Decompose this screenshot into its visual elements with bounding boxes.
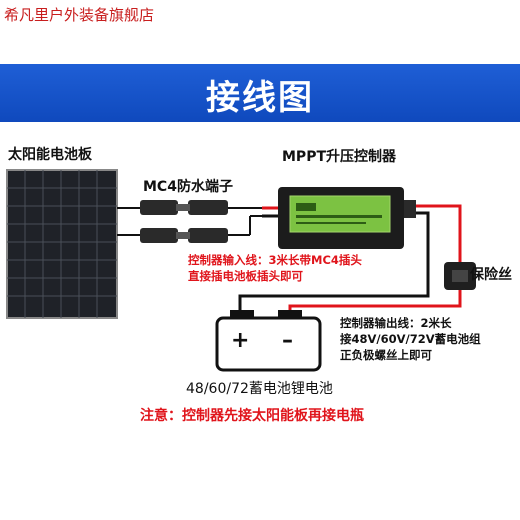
title-banner xyxy=(0,64,520,122)
diagram-title: 接线图 xyxy=(206,78,314,118)
warning-note: 注意：控制器先接太阳能板再接电瓶 xyxy=(140,408,364,424)
solar-panel-image xyxy=(6,169,118,319)
shop-name: 希凡里户外装备旗舰店 xyxy=(4,6,155,24)
input-note-line1: 控制器输入线：3米长带MC4插头 xyxy=(188,253,362,267)
mc4-connectors xyxy=(117,200,285,243)
battery-plus-sign: + xyxy=(231,328,250,353)
output-note-line2: 接48V/60V/72V蓄电池组 xyxy=(340,332,481,346)
battery-minus-sign: – xyxy=(282,328,293,353)
battery-image xyxy=(215,310,322,372)
solar-panel-label: 太阳能电池板 xyxy=(8,147,92,163)
fuse-icon xyxy=(444,262,476,290)
fuse-label: 保险丝 xyxy=(470,267,512,283)
mc4-label: MC4防水端子 xyxy=(143,179,233,195)
output-positive-wire xyxy=(416,204,462,262)
output-note-line3: 正负极螺丝上即可 xyxy=(340,348,432,362)
output-note-line1: 控制器输出线：2米长 xyxy=(340,316,452,330)
battery-label: 48/60/72蓄电池锂电池 xyxy=(186,381,333,397)
mppt-controller-image xyxy=(278,187,416,249)
input-note-line2: 直接插电池板插头即可 xyxy=(188,269,303,283)
controller-label: MPPT升压控制器 xyxy=(282,149,397,165)
output-negative-wire xyxy=(238,211,430,316)
